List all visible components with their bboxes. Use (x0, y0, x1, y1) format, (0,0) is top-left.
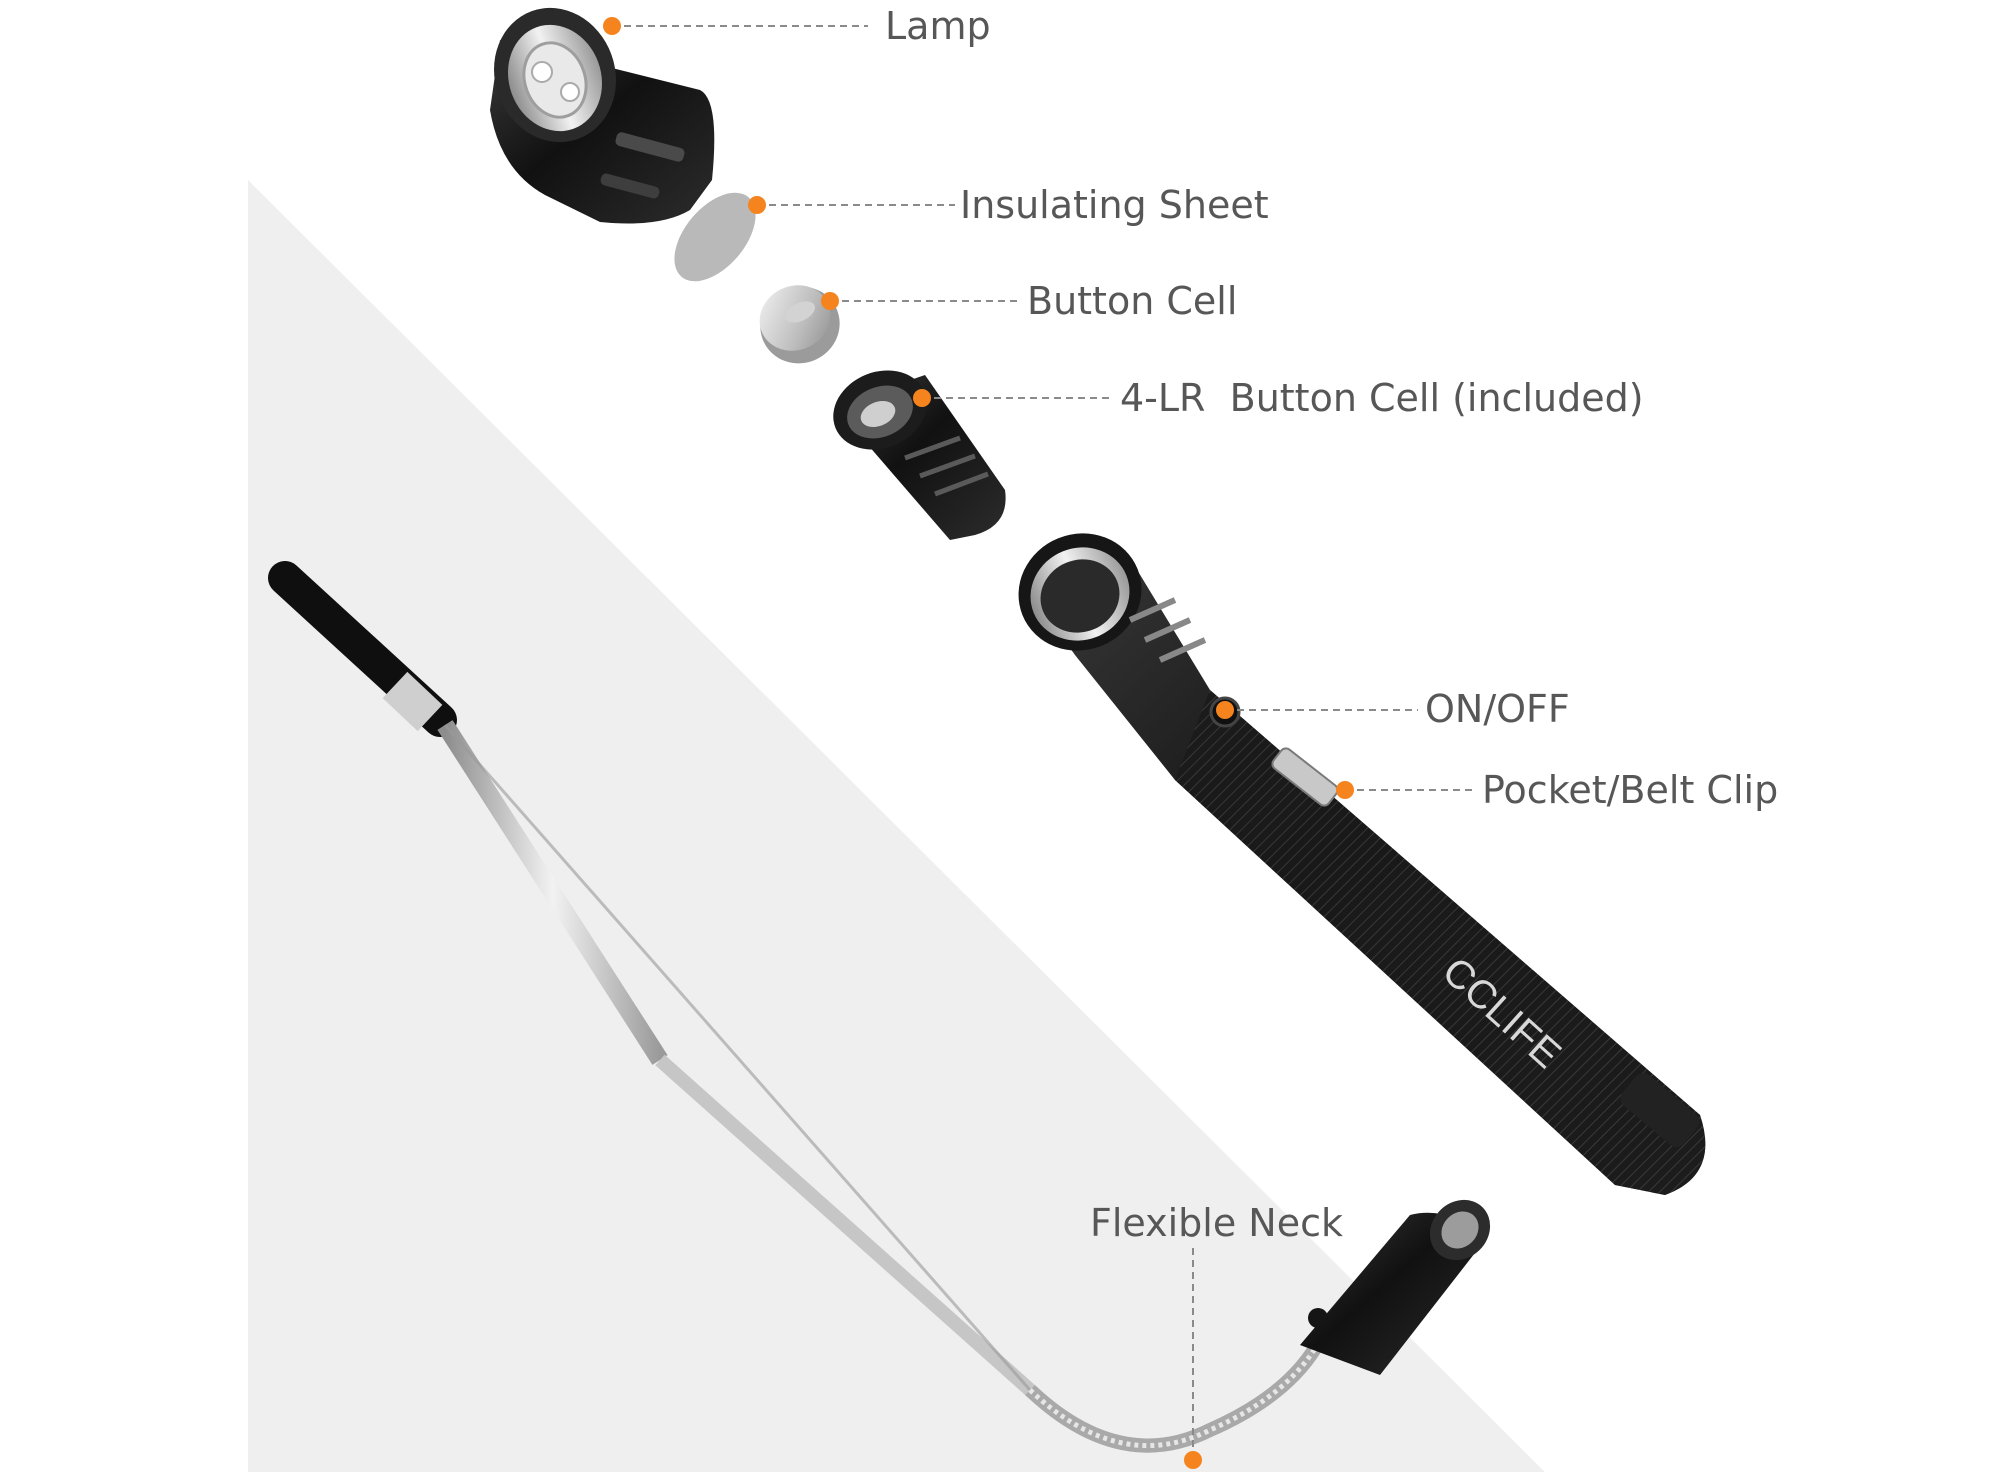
telescopic-pickup-tool (268, 561, 1491, 1453)
callout-insulating-sheet: Insulating Sheet (748, 183, 1269, 227)
label-button-cell: Button Cell (1027, 279, 1237, 323)
marker-dot (1336, 781, 1354, 799)
callout-on-off: ON/OFF (1216, 687, 1570, 731)
marker-dot (913, 389, 931, 407)
label-insulating-sheet: Insulating Sheet (960, 183, 1269, 227)
marker-dot (603, 17, 621, 35)
label-lamp: Lamp (885, 4, 991, 48)
marker-dot (1184, 1451, 1202, 1469)
callout-pocket-clip: Pocket/Belt Clip (1336, 768, 1778, 812)
label-battery-holder: 4-LR Button Cell (included) (1120, 376, 1644, 420)
button-cell (759, 285, 840, 364)
marker-dot (748, 196, 766, 214)
marker-dot (1216, 701, 1234, 719)
lamp-head (490, 7, 715, 224)
floor-background (248, 180, 1545, 1472)
battery-holder (833, 370, 1006, 540)
callout-button-cell: Button Cell (821, 279, 1237, 323)
callout-lamp: Lamp (603, 4, 991, 48)
marker-dot (821, 292, 839, 310)
callout-battery-holder: 4-LR Button Cell (included) (913, 376, 1644, 420)
label-flexible-neck: Flexible Neck (1090, 1201, 1343, 1245)
label-pocket-clip: Pocket/Belt Clip (1482, 768, 1778, 812)
flashlight-body: CCLIFE (1018, 533, 1706, 1195)
callout-flexible-neck: Flexible Neck (1090, 1201, 1343, 1469)
insulating-sheet (674, 192, 756, 282)
label-on-off: ON/OFF (1425, 687, 1570, 731)
